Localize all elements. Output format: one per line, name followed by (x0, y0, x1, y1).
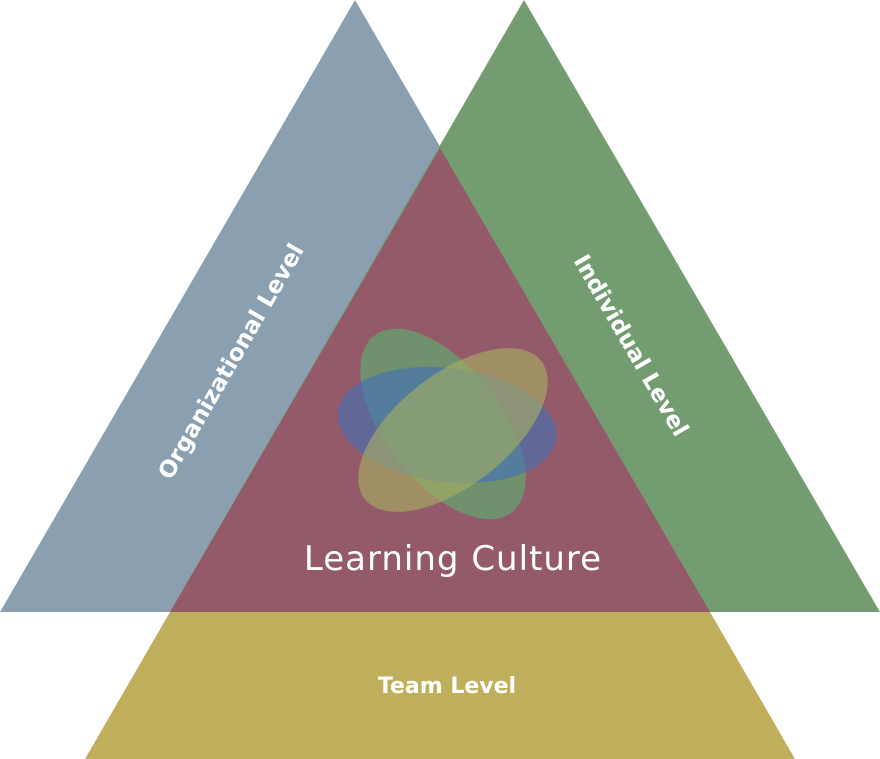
team-level-label: Team Level (378, 674, 516, 699)
overlapping-ellipses-logo (337, 328, 557, 520)
team-trapezoid (85, 612, 795, 759)
ellipse-yellow (358, 348, 548, 512)
learning-culture-label: Learning Culture (304, 539, 602, 579)
